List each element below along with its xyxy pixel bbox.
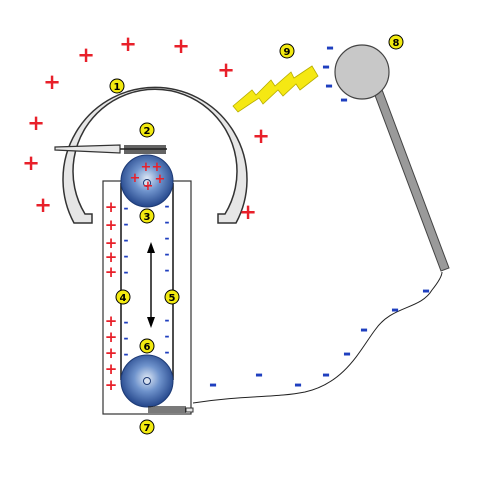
charge-minus: - — [124, 347, 129, 361]
charge-plus: + — [77, 43, 95, 67]
charge-minus: - — [294, 372, 302, 396]
charge-minus: - — [165, 329, 170, 343]
charge-minus: - — [124, 233, 129, 247]
svg-text:5: 5 — [169, 293, 176, 304]
lower-comb — [148, 406, 194, 413]
callout-8: 8 — [388, 34, 404, 50]
charge-minus: - — [165, 215, 170, 229]
svg-text:8: 8 — [393, 38, 400, 49]
charge-minus: - — [326, 35, 334, 59]
charge-plus: + — [105, 248, 118, 266]
spark-bolt — [232, 65, 319, 113]
belt — [120, 183, 174, 380]
svg-text:4: 4 — [120, 293, 127, 304]
callout-1: 1 — [109, 78, 125, 94]
callout-7: 7 — [139, 419, 155, 435]
charge-minus: - — [165, 263, 170, 277]
sphere-rod — [372, 86, 450, 272]
charge-plus: + — [105, 376, 118, 394]
charge-minus: - — [124, 331, 129, 345]
wire-negative-charges: - - - - - - - - — [209, 278, 430, 396]
charge-plus: + — [105, 234, 118, 252]
charge-minus: - — [165, 313, 170, 327]
charge-plus: + — [105, 344, 118, 362]
charge-plus: + — [105, 263, 118, 281]
ground-wire — [192, 271, 443, 404]
charge-minus: - — [340, 87, 348, 111]
charge-minus: - — [422, 278, 430, 302]
belt-positive-charges: + + + + + + + + + + — [105, 198, 118, 394]
charge-minus: - — [124, 249, 129, 263]
charge-minus: - — [322, 54, 330, 78]
charge-minus: - — [343, 341, 351, 365]
charge-plus: + — [172, 34, 190, 58]
charge-plus: + — [105, 328, 118, 346]
charge-plus: + — [34, 193, 52, 217]
charge-minus: - — [209, 372, 217, 396]
charge-plus: + — [155, 172, 166, 187]
svg-text:7: 7 — [144, 423, 151, 434]
charge-minus: - — [165, 345, 170, 359]
callout-3: 3 — [139, 208, 155, 224]
callout-4: 4 — [115, 289, 131, 305]
callout-6: 6 — [139, 338, 155, 354]
charge-plus: + — [252, 124, 270, 148]
belt-direction-arrow — [147, 242, 155, 328]
charge-minus: - — [124, 315, 129, 329]
charge-plus: + — [105, 198, 118, 216]
discharge-sphere-assembly — [334, 44, 450, 272]
roller-positive-charges: + + + + + — [130, 160, 166, 194]
charge-minus: - — [165, 199, 170, 213]
charge-minus: - — [165, 247, 170, 261]
charge-minus: - — [360, 317, 368, 341]
charge-plus: + — [119, 32, 137, 56]
charge-minus: - — [124, 201, 129, 215]
svg-text:3: 3 — [144, 212, 151, 223]
charge-minus: - — [255, 362, 263, 386]
charge-plus: + — [141, 160, 152, 175]
charge-minus: - — [391, 297, 399, 321]
charge-plus: + — [105, 216, 118, 234]
dome-shell — [62, 86, 248, 224]
charge-plus: + — [105, 312, 118, 330]
dome-positive-charges: + + + + + + + + + + — [22, 32, 270, 224]
svg-text:9: 9 — [284, 47, 291, 58]
upper-comb — [54, 144, 167, 154]
svg-text:6: 6 — [144, 342, 151, 353]
charge-minus: - — [325, 73, 333, 97]
charge-plus: + — [105, 360, 118, 378]
sphere-negative-charges: - - - - — [322, 35, 348, 111]
upper-roller — [120, 154, 174, 208]
callout-9: 9 — [279, 43, 295, 59]
lower-roller — [120, 354, 174, 408]
charge-plus: + — [22, 151, 40, 175]
charge-minus: - — [124, 217, 129, 231]
svg-text:2: 2 — [144, 126, 151, 137]
charge-minus: - — [322, 362, 330, 386]
charge-plus: + — [130, 171, 141, 186]
svg-text:1: 1 — [114, 82, 121, 93]
charge-plus: + — [217, 58, 235, 82]
callout-2: 2 — [139, 122, 155, 138]
charge-minus: - — [124, 265, 129, 279]
belt-negative-charges: - - - - - - - - - - - - - - - - — [124, 199, 170, 361]
charge-plus: + — [152, 160, 163, 175]
charge-plus: + — [239, 200, 257, 224]
charge-plus: + — [143, 179, 154, 194]
charge-plus: + — [27, 111, 45, 135]
discharge-sphere — [334, 44, 390, 100]
callout-5: 5 — [164, 289, 180, 305]
charge-plus: + — [43, 70, 61, 94]
charge-minus: - — [165, 231, 170, 245]
